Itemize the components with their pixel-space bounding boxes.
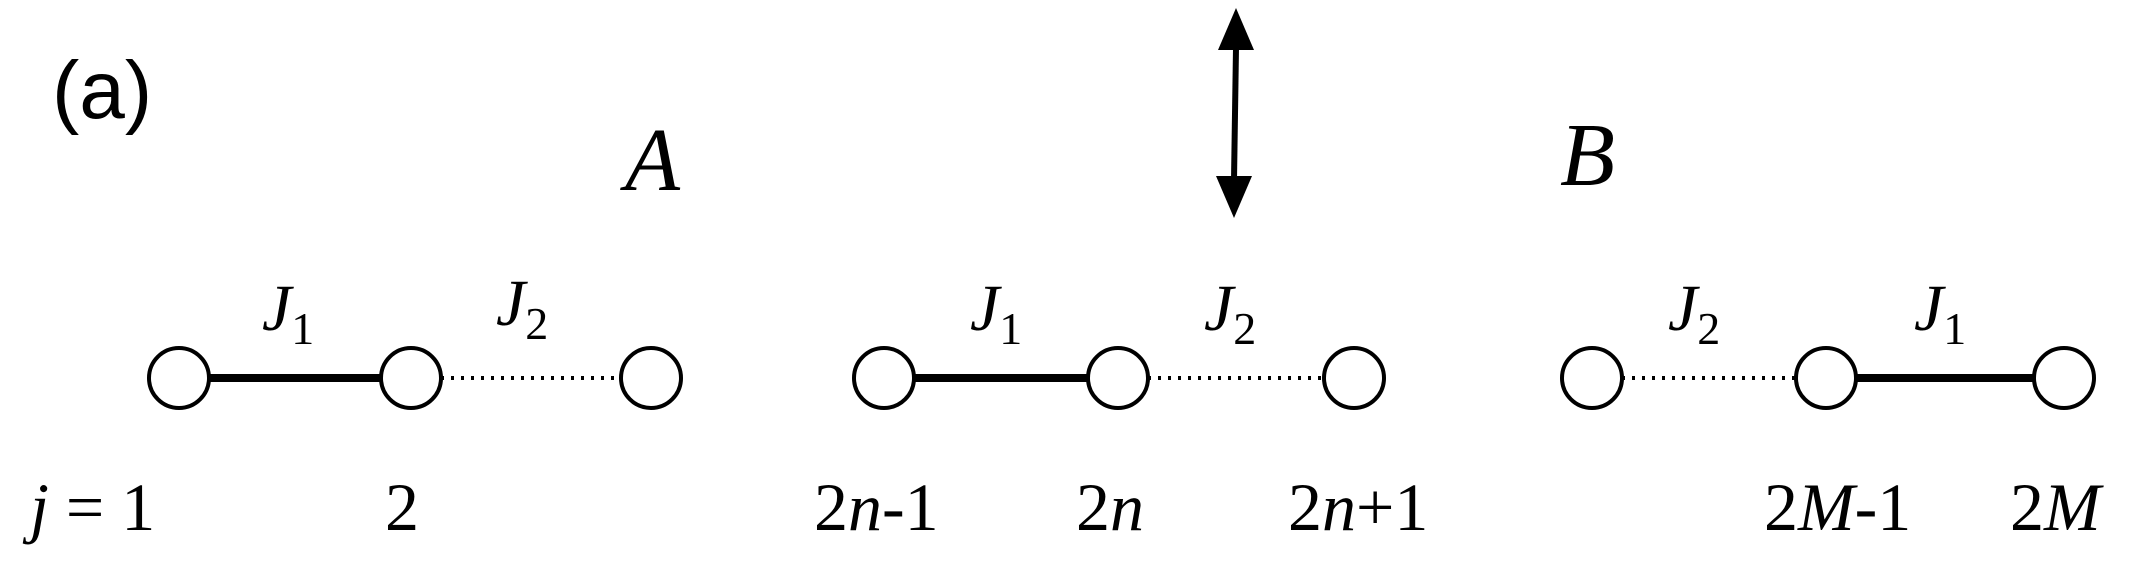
coupling-label-j1: J1 — [262, 272, 314, 354]
site-label-2M: 2M — [2010, 469, 2104, 545]
site-node — [1086, 346, 1150, 410]
site-label-2n-plus-1: 2n+1 — [1288, 469, 1428, 545]
coupling-label-j2: J2 — [1668, 272, 1720, 354]
site-node — [2032, 346, 2096, 410]
coupling-label-j2: J2 — [496, 267, 548, 349]
double-arrow-icon — [1216, 8, 1254, 218]
site-label-2M-minus-1: 2M-1 — [1764, 469, 1911, 545]
panel-label: (a) — [52, 45, 152, 136]
site-label-2n-minus-1: 2n-1 — [814, 469, 939, 545]
region-label-b: B — [1560, 106, 1615, 205]
site-node — [1322, 346, 1386, 410]
site-node — [147, 346, 211, 410]
site-node — [852, 346, 916, 410]
coupling-label-j1: J1 — [1914, 272, 1966, 354]
site-label-2: 2 — [385, 469, 419, 545]
site-label-2n: 2n — [1076, 469, 1144, 545]
region-label-a: A — [620, 111, 681, 210]
site-node — [1560, 346, 1624, 410]
coupling-label-j2: J2 — [1204, 272, 1256, 354]
site-node — [379, 346, 443, 410]
coupling-label-j1: J1 — [970, 272, 1022, 354]
site-label-j-equals-1: j = 1 — [22, 469, 155, 545]
site-node — [619, 346, 683, 410]
site-node — [1794, 346, 1858, 410]
